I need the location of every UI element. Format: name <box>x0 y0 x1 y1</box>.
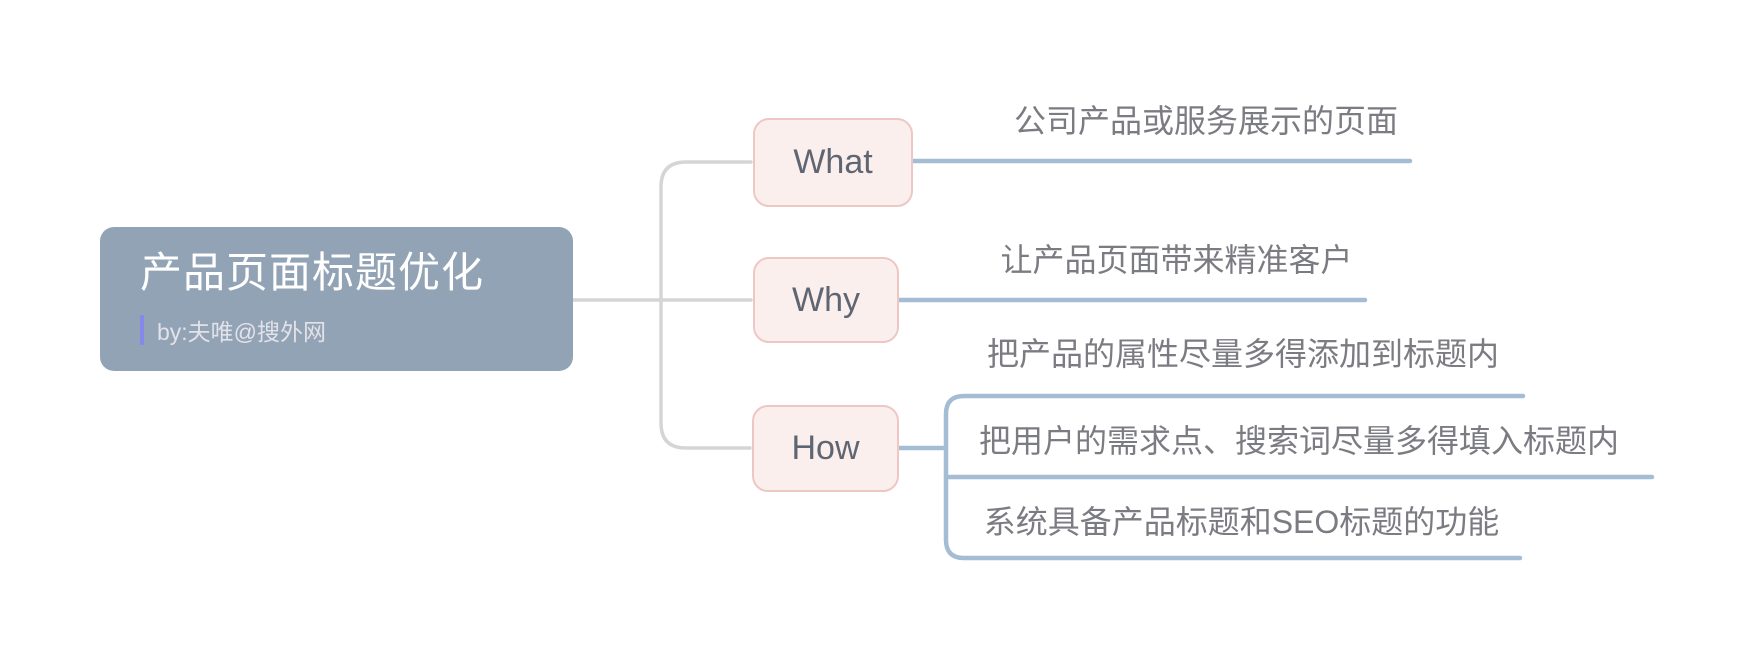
leaf-node-how-3[interactable]: 系统具备产品标题和SEO标题的功能 <box>983 504 1500 540</box>
leaf-node-why-1[interactable]: 让产品页面带来精准客户 <box>1000 242 1353 278</box>
root-title: 产品页面标题优化 <box>140 249 485 296</box>
root-branch-connectors <box>571 160 753 450</box>
leaf-node-how-2[interactable]: 把用户的需求点、搜索词尽量多得填入标题内 <box>978 423 1619 459</box>
subtitle-accent-bar <box>140 315 144 345</box>
root-subtitle-row: by:夫唯@搜外网 <box>140 313 573 347</box>
branch-label: Why <box>792 280 860 319</box>
branch-label: What <box>793 143 873 181</box>
branch-node-why[interactable]: Why <box>753 257 899 343</box>
branch-label: How <box>791 429 860 467</box>
leaf-node-what-1[interactable]: 公司产品或服务展示的页面 <box>1013 103 1398 139</box>
branch-node-how[interactable]: How <box>752 405 899 492</box>
leaf-node-how-1[interactable]: 把产品的属性尽量多得添加到标题内 <box>986 336 1499 372</box>
root-subtitle: by:夫唯@搜外网 <box>157 319 327 345</box>
root-node[interactable]: 产品页面标题优化 by:夫唯@搜外网 <box>100 227 573 371</box>
branch-node-what[interactable]: What <box>753 118 913 207</box>
